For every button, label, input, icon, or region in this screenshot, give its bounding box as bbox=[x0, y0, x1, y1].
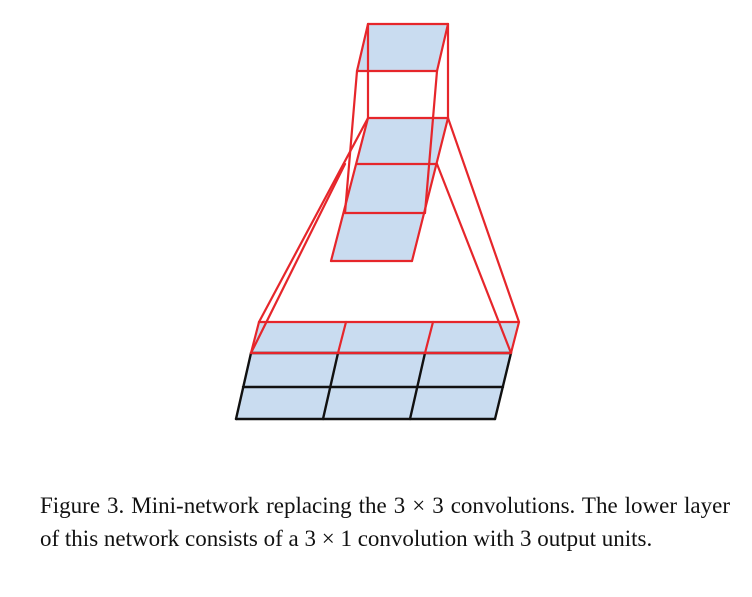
connector-line bbox=[343, 69, 359, 215]
receptive-window-edge bbox=[336, 320, 348, 355]
receptive-window-edge bbox=[249, 320, 261, 355]
top-connectors bbox=[343, 22, 450, 215]
middle-layer-edge bbox=[329, 116, 370, 263]
mini-network-diagram bbox=[234, 22, 521, 421]
input-grid-line bbox=[234, 351, 253, 421]
figure-caption: Figure 3. Mini-network replacing the 3 ×… bbox=[40, 493, 730, 551]
middle-layer-fill bbox=[331, 118, 448, 261]
input-grid-line bbox=[493, 351, 513, 421]
input-grid-line bbox=[408, 351, 427, 421]
middle-layer bbox=[329, 116, 450, 263]
receptive-window-edge bbox=[509, 320, 521, 355]
connector-line bbox=[423, 69, 439, 215]
input-grid-line bbox=[321, 351, 340, 421]
connector-line bbox=[249, 162, 347, 355]
receptive-window-edge bbox=[423, 320, 435, 355]
output-unit bbox=[355, 22, 450, 73]
output-unit-fill bbox=[357, 24, 448, 71]
input-grid bbox=[234, 322, 519, 421]
middle-layer-edge bbox=[410, 116, 450, 263]
output-unit-edge bbox=[355, 22, 370, 73]
output-unit-edge bbox=[435, 22, 450, 73]
input-grid-fill bbox=[236, 322, 519, 419]
bottom-connectors bbox=[249, 116, 521, 355]
connector-line bbox=[435, 162, 513, 355]
connector-line bbox=[257, 116, 370, 324]
receptive-window bbox=[249, 320, 521, 355]
connector-line bbox=[446, 116, 521, 324]
